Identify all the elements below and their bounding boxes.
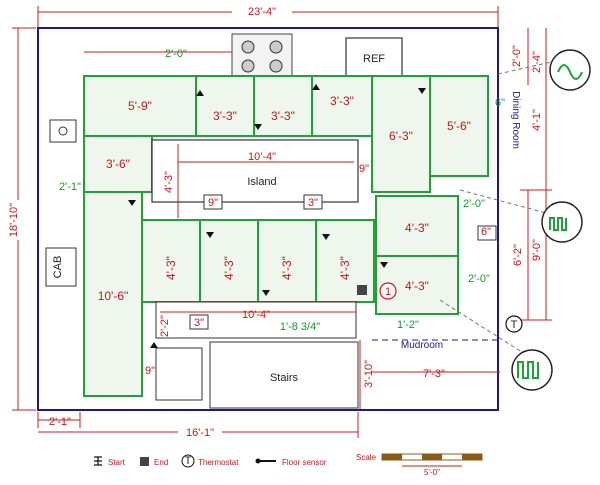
- stove: [231, 33, 293, 77]
- zone-r8-label: 10'-6": [98, 289, 129, 303]
- zone-circle-marker: 1: [379, 282, 397, 300]
- ref-label: REF: [363, 53, 385, 65]
- refrigerator: REF: [345, 37, 403, 77]
- detail-callout-top: [497, 49, 591, 91]
- counter-depth: 1'-8 3/4": [280, 321, 320, 333]
- island-label: Island: [247, 176, 276, 188]
- right-dim-2-4: 2'-4": [531, 51, 543, 73]
- left-offset-label: 2'-1": [59, 181, 81, 193]
- legend-start: Start: [108, 458, 126, 467]
- island-height: 4'-3": [163, 171, 175, 193]
- end-icon: [140, 457, 149, 466]
- small-6-top: 6": [495, 97, 505, 109]
- counter-width: 10'-4": [242, 309, 270, 321]
- zone-r3: [253, 75, 313, 137]
- start-icon: [94, 456, 102, 466]
- legend-thermostat: Thermostat: [198, 458, 239, 467]
- island-side-gap: 9": [359, 163, 369, 175]
- stairs-gap-dim: 9": [145, 365, 155, 377]
- zone-r11-label: 4'-3": [280, 256, 294, 280]
- zone-r2: [195, 75, 255, 137]
- heating-zones: 5'-9" 3'-3" 3'-3" 3'-3" 6'-3" 5'-6" 3'-6…: [83, 75, 489, 397]
- dining-room-label: Dining Room: [510, 91, 521, 149]
- flow-arrows: [128, 84, 426, 348]
- dim-2-0-a: 2'-0": [463, 198, 485, 210]
- bottom-width-label: 16'-1": [186, 427, 214, 439]
- overall-width-label: 23'-4": [248, 6, 276, 18]
- legend-end: End: [154, 458, 168, 467]
- thermostat-icon: [181, 454, 195, 468]
- zone-r1: [83, 75, 197, 137]
- zone-r7-label: 3'-6": [106, 157, 130, 171]
- island-left-marker: 9": [208, 197, 218, 209]
- detail-callout-bottom: [439, 299, 553, 391]
- island-right-marker: 3": [308, 197, 318, 209]
- dim-2-0-b: 2'-0": [468, 273, 490, 285]
- right-dim-2-0: 2'-0": [511, 45, 523, 67]
- zone-r13-label: 4'-3": [405, 221, 429, 235]
- zone-r5-label: 6'-3": [389, 129, 413, 143]
- legend-scale-value: 5'-0": [424, 468, 440, 477]
- island-width: 10'-4": [248, 151, 276, 163]
- thermostat-marker: T: [505, 315, 523, 333]
- left-dimension: 18'-10": [8, 27, 36, 411]
- right-dim-3-10: 3'-10": [363, 360, 375, 388]
- bottom-dimensions: 2'-1" 16'-1": [37, 412, 359, 439]
- stairs: Stairs 9": [145, 341, 359, 409]
- top-clearance-label: 2'-0": [165, 48, 187, 60]
- right-dimensions: 2'-0" 2'-4" 4'-1" 9'-0" 6'-2" 3'-10": [359, 28, 552, 410]
- dim-7-3: 7'-3": [423, 368, 445, 380]
- zone-r2-label: 3'-3": [213, 109, 237, 123]
- bottom-left-dim: 2'-1": [49, 416, 71, 428]
- zone-r8: [83, 191, 143, 397]
- cabinet: CAB: [45, 247, 77, 287]
- zone-r10-label: 4'-3": [222, 256, 236, 280]
- zone-r1-label: 5'-9": [128, 99, 152, 113]
- sink: [49, 119, 77, 143]
- small-6-right: 6": [481, 226, 491, 238]
- overall-height-label: 18'-10": [8, 203, 20, 237]
- detail-callout-mid: [459, 189, 583, 243]
- thermostat-marker-label: T: [511, 319, 518, 331]
- zone-r6: [429, 75, 489, 177]
- right-dim-6-2: 6'-2": [512, 244, 524, 266]
- circle-one-label: 1: [385, 286, 391, 298]
- cab-label: CAB: [52, 256, 64, 279]
- legend: Start End T Thermostat Floor sensor Scal…: [94, 453, 483, 477]
- legend-floor-sensor: Floor sensor: [282, 458, 327, 467]
- zone-r9-label: 4'-3": [164, 256, 178, 280]
- exterior-wall: [37, 27, 499, 411]
- zone-r3-label: 3'-3": [271, 109, 295, 123]
- right-dim-9-0: 9'-0": [531, 239, 543, 261]
- zone-r5: [371, 75, 431, 193]
- zone-r6-label: 5'-6": [447, 119, 471, 133]
- zone-r13: [375, 195, 459, 257]
- right-dim-4-1: 4'-1": [531, 109, 543, 131]
- thermostat-icon-letter: T: [185, 455, 192, 467]
- stairs-label: Stairs: [270, 372, 299, 384]
- counter-strip: 10'-4" 1'-8 3/4" 3" 2'-2": [155, 301, 357, 339]
- counter-left-gap: 2'-2": [159, 315, 171, 337]
- island: Island 10'-4" 4'-3" 9" 3" 9": [151, 139, 369, 218]
- zone-r12-label: 4'-3": [338, 256, 352, 280]
- top-dimension: 23'-4": [37, 4, 499, 28]
- end-marker: [357, 285, 367, 295]
- zone-r14-label: 4'-3": [405, 279, 429, 293]
- dim-1-2: 1'-2": [397, 319, 419, 331]
- zone-r4-label: 3'-3": [330, 94, 354, 108]
- mudroom-label: Mudroom: [401, 340, 443, 351]
- counter-marker: 3": [194, 317, 204, 329]
- legend-scale-label: Scale: [356, 453, 377, 462]
